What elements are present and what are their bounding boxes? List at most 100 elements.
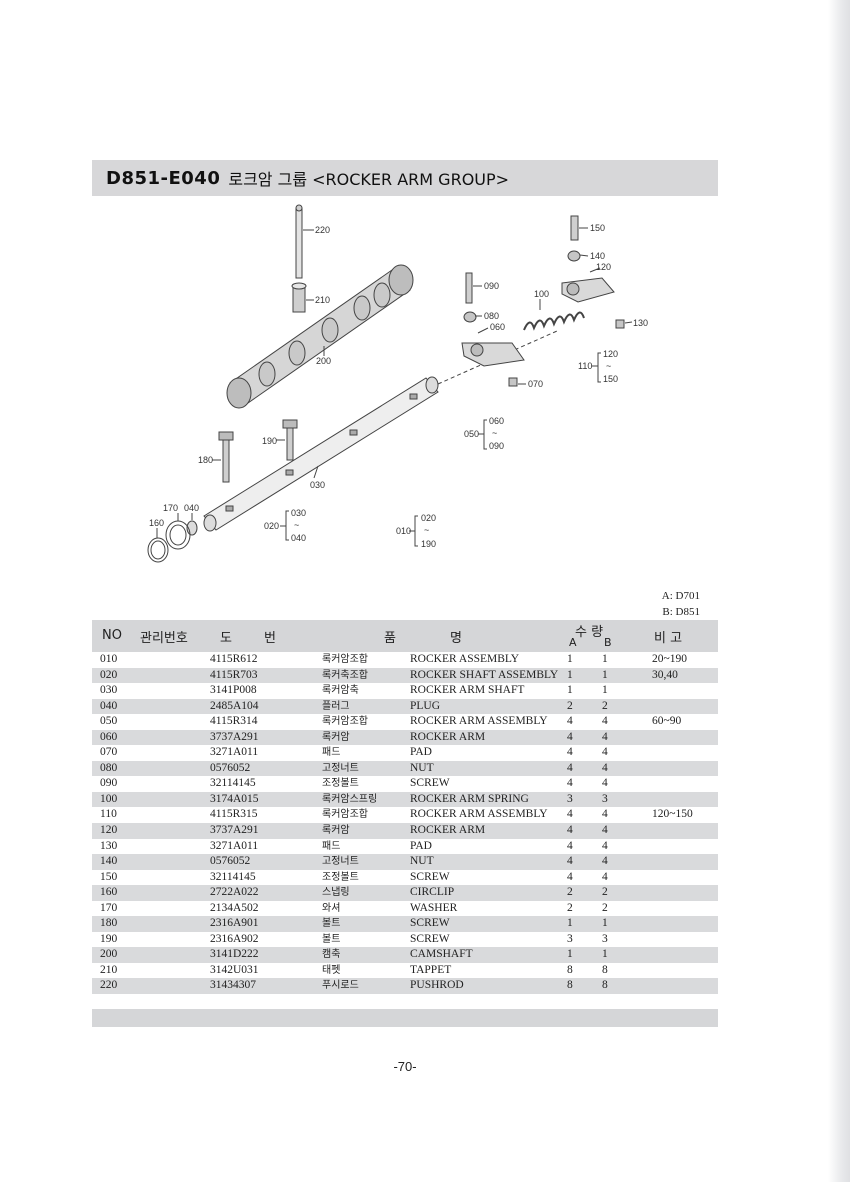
cell-code: 3174A015 bbox=[210, 792, 259, 805]
cell-a: 2 bbox=[567, 699, 573, 712]
group-010-tilde: ~ bbox=[424, 525, 429, 535]
cell-code: 3737A291 bbox=[210, 824, 259, 837]
cell-a: 1 bbox=[567, 948, 573, 961]
cell-code: 4115R315 bbox=[210, 808, 258, 821]
cell-a: 8 bbox=[567, 963, 573, 976]
cell-code: 2485A104 bbox=[210, 699, 259, 712]
cell-b: 2 bbox=[602, 699, 608, 712]
cell-name: TAPPET bbox=[410, 963, 452, 976]
cell-code: 2134A502 bbox=[210, 901, 259, 914]
cell-code: 0576052 bbox=[210, 761, 251, 774]
header-qty: 수 량 bbox=[575, 625, 604, 640]
callout-130: 130 bbox=[633, 318, 648, 328]
cell-code: 4115R703 bbox=[210, 668, 258, 681]
group-110-id: 110 bbox=[578, 361, 592, 371]
cell-name: ROCKER ARM SHAFT bbox=[410, 684, 525, 697]
cell-a: 4 bbox=[567, 855, 573, 868]
group-code: D851-E040 bbox=[106, 167, 221, 189]
cell-a: 2 bbox=[567, 886, 573, 899]
cell-b: 1 bbox=[602, 917, 608, 930]
cell-name: ROCKER ARM SPRING bbox=[410, 792, 529, 805]
cell-no: 030 bbox=[100, 684, 118, 697]
callout-210: 210 bbox=[315, 295, 330, 305]
page-edge-shadow bbox=[828, 0, 850, 1182]
cell-b: 3 bbox=[602, 932, 608, 945]
cell-kor: 푸시로드 bbox=[322, 980, 359, 992]
group-050-tilde: ~ bbox=[492, 428, 497, 438]
rocker-arm-left-part bbox=[461, 272, 525, 387]
cell-a: 1 bbox=[567, 917, 573, 930]
cell-kor: 록커암조합 bbox=[322, 716, 368, 728]
cell-b: 1 bbox=[602, 948, 608, 961]
cell-kor: 록커암 bbox=[322, 731, 350, 743]
cell-no: 110 bbox=[100, 808, 117, 821]
group-110-to: 150 bbox=[603, 374, 618, 384]
cell-kor: 플러그 bbox=[322, 700, 350, 712]
cell-name: PUSHROD bbox=[410, 979, 464, 992]
cell-b: 4 bbox=[602, 855, 608, 868]
cell-no: 010 bbox=[100, 653, 118, 665]
group-110-tilde: ~ bbox=[606, 361, 611, 371]
callout-220: 220 bbox=[315, 225, 330, 235]
cell-a: 4 bbox=[567, 870, 573, 883]
cell-kor: 패드 bbox=[322, 840, 341, 852]
cell-b: 1 bbox=[602, 668, 608, 681]
cell-b: 4 bbox=[602, 870, 608, 883]
rocker-arm-right-part bbox=[561, 215, 625, 329]
cell-kor: 태펫 bbox=[322, 964, 341, 976]
cell-kor: 록커암스프링 bbox=[322, 793, 378, 805]
rocker-arm-spring-part bbox=[523, 311, 585, 331]
cell-a: 4 bbox=[567, 808, 573, 821]
cell-code: 32114145 bbox=[210, 870, 256, 883]
cell-code: 4115R612 bbox=[210, 653, 258, 665]
cell-no: 070 bbox=[100, 746, 118, 759]
callout-140: 140 bbox=[590, 251, 605, 261]
parts-table: NO 관리번호 도 번 품 명 수 량 A B 비 고 010 4115R612 록… bbox=[92, 620, 718, 995]
cell-name: ROCKER ASSEMBLY bbox=[410, 653, 520, 665]
cell-kor: 록커암조합 bbox=[322, 654, 368, 665]
cell-kor: 패드 bbox=[322, 747, 341, 759]
callout-170: 170 bbox=[163, 503, 178, 513]
callout-040: 040 bbox=[184, 503, 199, 513]
cell-name: ROCKER ARM ASSEMBLY bbox=[410, 808, 548, 821]
cell-b: 8 bbox=[602, 963, 608, 976]
cell-kor: 록커축조합 bbox=[322, 669, 368, 681]
callout-150: 150 bbox=[590, 223, 605, 233]
cell-no: 100 bbox=[100, 792, 118, 805]
cell-a: 4 bbox=[567, 824, 573, 837]
cell-a: 3 bbox=[567, 932, 573, 945]
cell-no: 170 bbox=[100, 901, 118, 914]
cell-b: 3 bbox=[602, 792, 608, 805]
cell-code: 3271A011 bbox=[210, 839, 259, 852]
cell-name: SCREW bbox=[410, 870, 450, 883]
cell-code: 4115R314 bbox=[210, 715, 258, 728]
cell-no: 060 bbox=[100, 730, 118, 743]
cell-name: WASHER bbox=[410, 901, 458, 914]
table-header: NO 관리번호 도 번 품 명 수 량 A B 비 고 bbox=[92, 620, 718, 652]
cell-no: 150 bbox=[100, 870, 118, 883]
cell-b: 4 bbox=[602, 808, 608, 821]
group-010-id: 010 bbox=[396, 526, 411, 536]
cell-code: 2316A901 bbox=[210, 917, 259, 930]
header-name-2: 명 bbox=[450, 631, 462, 646]
cell-name: SCREW bbox=[410, 917, 450, 930]
cell-kor: 록커암축 bbox=[322, 685, 359, 697]
cell-name: PAD bbox=[410, 746, 432, 759]
cell-name: PAD bbox=[410, 839, 432, 852]
cell-no: 190 bbox=[100, 932, 118, 945]
header-remark: 비 고 bbox=[654, 631, 683, 646]
group-050-to: 090 bbox=[489, 441, 504, 451]
cell-no: 040 bbox=[100, 699, 118, 712]
cell-a: 4 bbox=[567, 730, 573, 743]
cell-no: 210 bbox=[100, 963, 118, 976]
cell-a: 4 bbox=[567, 839, 573, 852]
